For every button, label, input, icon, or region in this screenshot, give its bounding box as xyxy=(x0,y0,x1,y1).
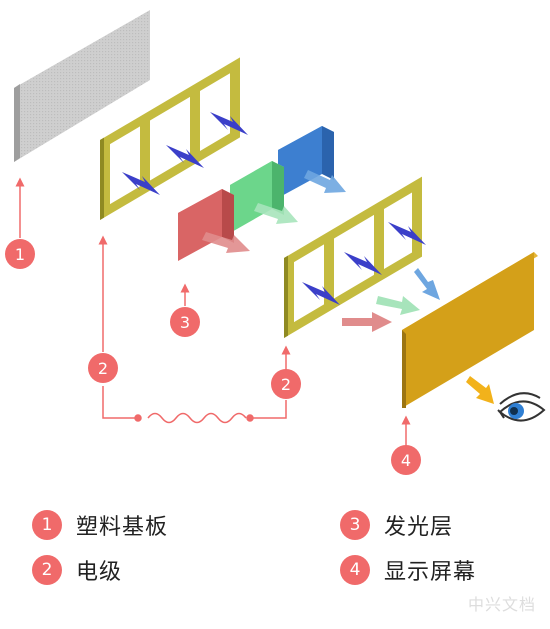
legend-number: 1 xyxy=(32,510,62,540)
light-arrow-green xyxy=(254,203,298,224)
lightning-icon xyxy=(122,172,160,195)
light-arrow-red xyxy=(202,232,250,253)
legend-number: 2 xyxy=(32,555,62,585)
legend-label: 发光层 xyxy=(384,515,454,540)
lightning-icon xyxy=(388,222,426,245)
leader-lines xyxy=(15,177,411,446)
lightning-icon xyxy=(166,145,204,168)
legend-item-screen: 4 显示屏幕 xyxy=(340,554,476,586)
display-screen xyxy=(402,252,538,408)
electrode-frame-back xyxy=(100,57,240,220)
eye-icon xyxy=(497,392,546,422)
emitter-red xyxy=(178,189,234,261)
electrode-frame-front xyxy=(284,176,422,338)
svg-text:2: 2 xyxy=(98,359,108,378)
light-arrow-blue xyxy=(304,170,346,193)
legend-label: 显示屏幕 xyxy=(384,560,477,585)
marker-2-right: 2 xyxy=(271,369,301,399)
legend-label: 塑料基板 xyxy=(76,515,169,540)
marker-4: 4 xyxy=(391,445,421,475)
legend-item-emissive: 3 发光层 xyxy=(340,509,453,541)
plastic-substrate xyxy=(14,10,150,162)
light-arrow-blue xyxy=(414,268,440,300)
lightning-icon xyxy=(210,112,248,135)
svg-text:4: 4 xyxy=(401,451,411,470)
light-arrows-front xyxy=(342,268,440,332)
svg-text:1: 1 xyxy=(15,245,25,264)
legend-number: 4 xyxy=(340,555,370,585)
marker-3: 3 xyxy=(170,307,200,337)
lightning-icon xyxy=(344,252,382,275)
light-arrow-red xyxy=(342,312,392,332)
ac-wave xyxy=(147,412,247,424)
legend-label: 电级 xyxy=(76,560,123,585)
legend-item-electrode: 2 电级 xyxy=(32,554,122,586)
emitter-green xyxy=(230,161,284,233)
light-arrow-green xyxy=(376,296,420,315)
watermark: 中兴文档 xyxy=(467,595,536,614)
legend-number: 3 xyxy=(340,510,370,540)
lightning-icon xyxy=(302,282,340,305)
output-arrow xyxy=(466,376,494,404)
svg-text:2: 2 xyxy=(281,375,291,394)
svg-text:3: 3 xyxy=(180,313,190,332)
viewer xyxy=(466,376,546,422)
emissive-layer xyxy=(178,126,346,261)
legend-item-substrate: 1 塑料基板 xyxy=(32,509,168,541)
lightning-icons-back xyxy=(122,112,248,195)
lightning-icons-front xyxy=(302,222,426,305)
marker-1: 1 xyxy=(5,239,35,269)
marker-2-left: 2 xyxy=(88,353,118,383)
